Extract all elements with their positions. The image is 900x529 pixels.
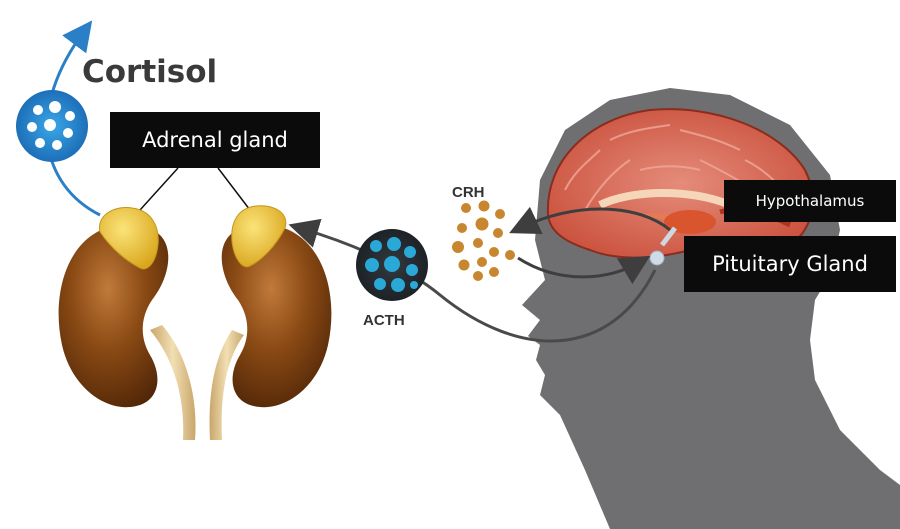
- left-kidney: [58, 224, 169, 408]
- acth-label: ACTH: [363, 312, 405, 329]
- crh-label: CRH: [452, 184, 485, 201]
- cortisol-molecule: [16, 90, 88, 162]
- right-kidney: [221, 224, 332, 408]
- pituitary-to-adrenal-arrow: [288, 218, 657, 343]
- hypothalamus-to-crh-arrow: [509, 206, 671, 234]
- pituitary-gland-shape: [649, 250, 665, 266]
- ureters: [150, 325, 244, 440]
- crh-molecule-cluster: [452, 200, 515, 281]
- pituitary-gland-label: Pituitary Gland: [684, 236, 896, 292]
- acth-molecule: [356, 229, 428, 301]
- cortisol-label: Cortisol: [82, 54, 218, 90]
- right-adrenal-gland: [231, 205, 287, 268]
- crh-to-pituitary-arrow: [517, 255, 651, 285]
- adrenal-gland-label: Adrenal gland: [110, 112, 320, 168]
- left-adrenal-gland: [99, 206, 159, 270]
- hypothalamus-label: Hypothalamus: [724, 180, 896, 222]
